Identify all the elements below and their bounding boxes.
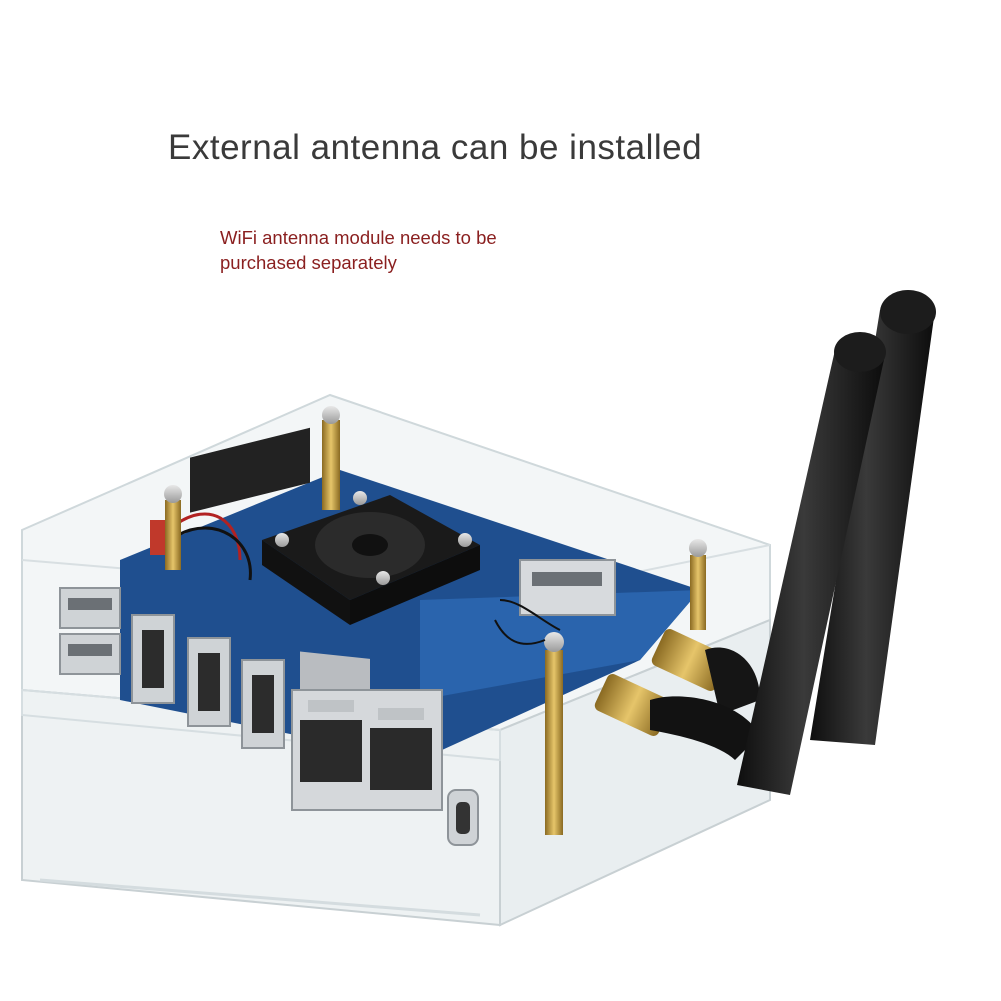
usb-c-port [447,789,479,846]
brass-standoff [164,406,707,835]
antenna-note-line-1: WiFi antenna module needs to be [220,227,497,248]
gpio-header [190,427,310,513]
hdmi-ports [131,614,285,749]
ethernet-ports [291,689,443,811]
headline: External antenna can be installed [168,128,703,167]
cooling-fan [262,491,480,625]
usb-ports [59,559,616,675]
wifi-antenna [650,290,936,795]
antenna-note: WiFi antenna module needs to be purchase… [220,225,497,275]
antenna-note-line-2: purchased separately [220,252,397,273]
